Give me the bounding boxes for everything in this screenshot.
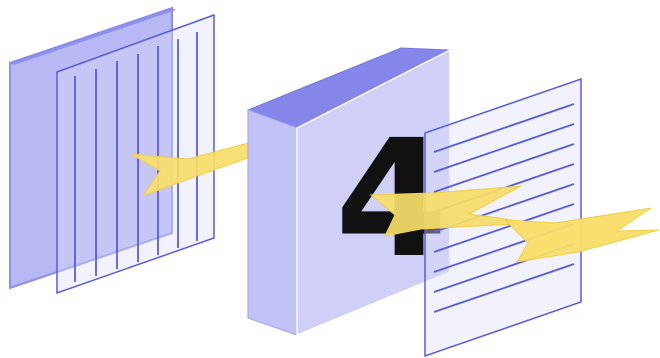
source-panel-edge (10, 8, 176, 65)
horizontal-line (433, 143, 575, 193)
cube-icon: 4 (246, 47, 452, 337)
cube-left-face (247, 109, 298, 336)
horizontal-line (433, 203, 575, 253)
horizontal-line (433, 123, 575, 173)
horizontal-line (433, 263, 575, 313)
horizontal-filter-sheet (424, 77, 582, 358)
left-arrow-shape (130, 141, 283, 198)
source-panel-icon (9, 6, 176, 290)
far-right-arrow-icon (503, 207, 660, 263)
left-arrow-icon (130, 141, 283, 198)
cube-front-face (296, 48, 451, 337)
far-right-arrow-shape (503, 207, 660, 263)
horizontal-line (433, 103, 575, 153)
